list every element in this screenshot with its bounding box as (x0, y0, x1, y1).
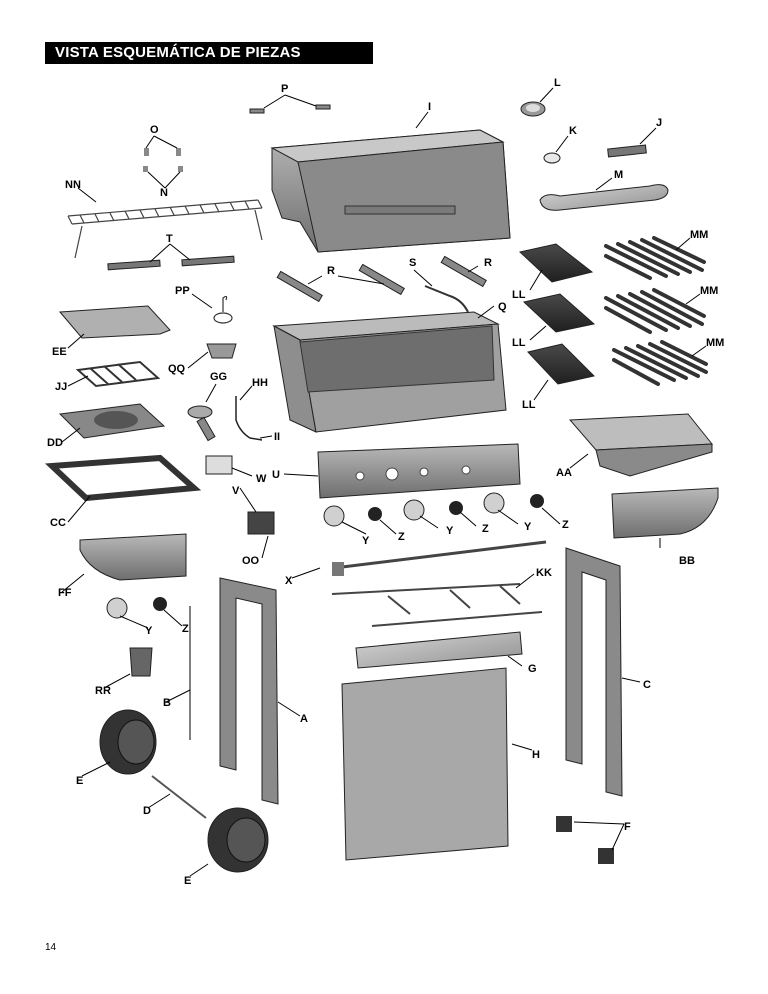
label-j: J (656, 117, 662, 129)
part-jj-rack (75, 360, 161, 388)
page-title: VISTA ESQUEMÁTICA DE PIEZAS (45, 42, 373, 64)
part-q-firebox (272, 311, 507, 433)
label-z-4: Z (182, 623, 189, 635)
label-mm-3: MM (706, 337, 724, 349)
label-ll-2: LL (512, 337, 526, 349)
label-p: P (281, 83, 288, 95)
part-h-door (341, 667, 509, 861)
label-u: U (272, 469, 280, 481)
part-r-s-burner-tubes (276, 255, 487, 313)
label-aa: AA (556, 467, 572, 479)
part-gg-side-burner (187, 405, 216, 442)
label-t: T (166, 233, 173, 245)
part-d-axle (151, 775, 207, 819)
page-number: 14 (45, 942, 57, 953)
part-dd-side-burner-pan (58, 403, 166, 439)
label-s: S (409, 257, 416, 269)
label-z-2: Z (482, 523, 489, 535)
part-cc-side-shelf-frame (44, 454, 202, 502)
label-y-2: Y (446, 525, 454, 537)
label-w: W (256, 473, 267, 485)
label-i: I (428, 101, 431, 113)
part-mm-cooking-grates (604, 236, 708, 386)
leader-lines (61, 87, 707, 877)
label-pp: PP (175, 285, 190, 297)
part-k-bezel (543, 152, 561, 164)
label-cc: CC (50, 517, 66, 529)
label-ff: FF (58, 587, 72, 599)
label-a: A (300, 713, 308, 725)
label-mm-2: MM (700, 285, 718, 297)
label-nn: NN (65, 179, 81, 191)
part-ll-heat-tents (518, 243, 596, 385)
part-rr-bracket (129, 647, 153, 677)
part-m-handle (539, 184, 669, 211)
label-d: D (143, 805, 151, 817)
part-o-n-clips (143, 148, 183, 172)
part-g-front-rail (355, 631, 523, 669)
label-ll-1: LL (512, 289, 526, 301)
part-c-right-cart-frame (565, 547, 623, 797)
part-labels: P I L O K J N NN M T MM R S R LL MM PP Q… (47, 77, 724, 887)
label-kk: KK (536, 567, 552, 579)
label-z-1: Z (398, 531, 405, 543)
label-x: X (285, 575, 293, 587)
label-h: H (532, 749, 540, 761)
part-l-thermometer (520, 101, 546, 117)
part-pp-hook (213, 295, 233, 324)
label-oo: OO (242, 555, 260, 567)
part-x-gas-manifold (332, 540, 547, 576)
part-j-logo-plate (607, 144, 647, 158)
label-o: O (150, 124, 159, 136)
label-bb: BB (679, 555, 695, 567)
part-hh-ii-igniter-wire (235, 396, 263, 441)
label-e-1: E (76, 775, 83, 787)
label-jj: JJ (55, 381, 67, 393)
label-n: N (160, 187, 168, 199)
part-v-oo-ignition-module (247, 511, 275, 535)
label-y-1: Y (362, 535, 370, 547)
part-nn-warming-rack (67, 199, 263, 259)
label-ii: II (274, 431, 280, 443)
part-e-wheels (99, 709, 269, 873)
part-i-lid (270, 129, 511, 253)
label-gg: GG (210, 371, 227, 383)
label-v: V (232, 485, 240, 497)
part-kk-wire-rack (331, 583, 543, 627)
label-y-3: Y (524, 521, 532, 533)
part-bb-side-panel (611, 487, 719, 539)
label-r-2: R (484, 257, 492, 269)
label-k: K (569, 125, 577, 137)
label-dd: DD (47, 437, 63, 449)
label-ee: EE (52, 346, 67, 358)
part-w-bracket (205, 455, 233, 475)
part-f-feet (556, 816, 614, 864)
label-mm-1: MM (690, 229, 708, 241)
label-l: L (554, 77, 561, 89)
part-p-screws (249, 104, 331, 114)
label-ll-3: LL (522, 399, 536, 411)
label-rr: RR (95, 685, 111, 697)
part-u-control-panel (317, 443, 521, 499)
part-ff-side-panel (79, 533, 187, 581)
label-f: F (624, 821, 631, 833)
label-y-4: Y (145, 625, 153, 637)
part-qq-cup (206, 343, 237, 359)
label-g: G (528, 663, 537, 675)
label-q: Q (498, 301, 507, 313)
label-z-3: Z (562, 519, 569, 531)
part-a-left-cart-frame (219, 577, 279, 805)
label-b: B (163, 697, 171, 709)
label-hh: HH (252, 377, 268, 389)
label-c: C (643, 679, 651, 691)
label-qq: QQ (168, 363, 186, 375)
part-t-bars (107, 255, 235, 271)
label-r-1: R (327, 265, 335, 277)
part-y-z-knobs (106, 492, 544, 619)
part-aa-right-side-shelf (568, 413, 713, 477)
label-e-2: E (184, 875, 191, 887)
label-m: M (614, 169, 623, 181)
part-ee-side-shelf-plate (58, 305, 171, 339)
